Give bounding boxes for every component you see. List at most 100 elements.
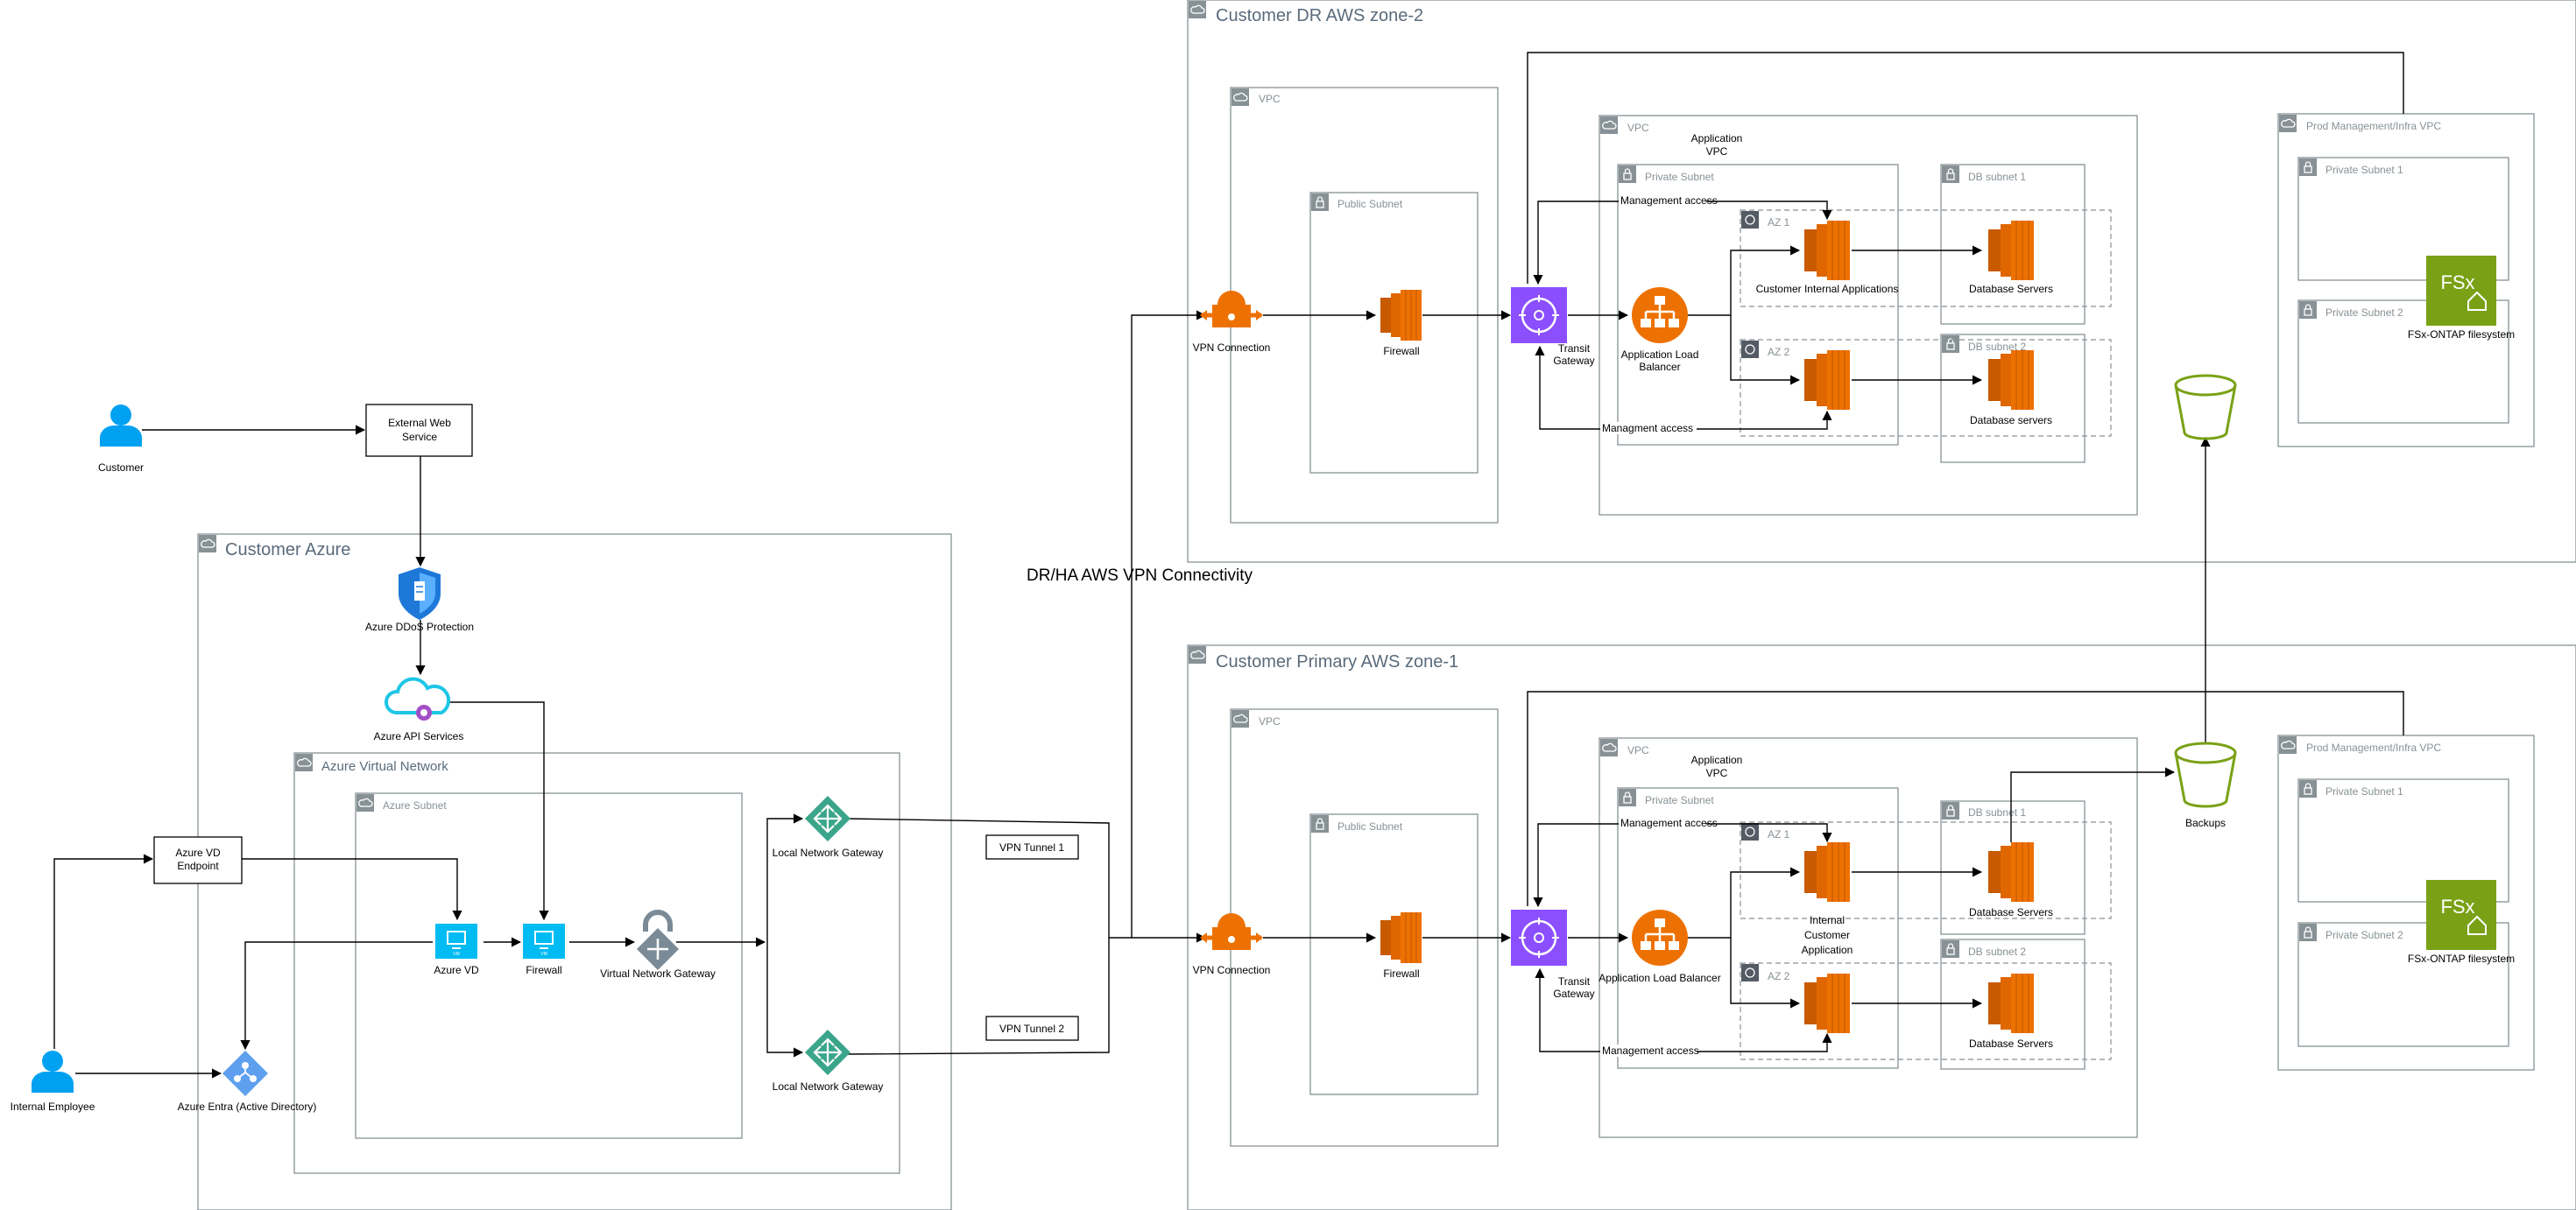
svg-text:Azure VD: Azure VD	[434, 964, 479, 976]
group-dr-vpc: VPC	[1230, 87, 1499, 524]
cloud-icon	[385, 677, 451, 721]
svg-text:Virtual Network Gateway: Virtual Network Gateway	[600, 967, 716, 980]
svg-text:VPC: VPC	[1259, 715, 1281, 728]
svg-text:Customer DR AWS zone-2: Customer DR AWS zone-2	[1216, 6, 1423, 25]
svg-text:VPC: VPC	[1627, 744, 1649, 756]
node-azure-firewall: VM Firewall	[522, 923, 566, 976]
svg-text:Private Subnet 1: Private Subnet 1	[2325, 785, 2403, 798]
group-dr-az2: AZ 2	[1740, 339, 2112, 437]
fsx-icon: FSx	[2426, 256, 2496, 326]
group-primary-prod-vpc: Prod Management/Infra VPC	[2277, 735, 2535, 1071]
svg-text:Azure Virtual Network: Azure Virtual Network	[321, 759, 448, 774]
node-azure-vd: VM Azure VD	[434, 923, 479, 976]
user-icon	[100, 405, 142, 447]
edge-dr-management-access	[1533, 200, 1832, 285]
svg-text:DB subnet 2: DB subnet 2	[1968, 946, 2026, 958]
svg-text:Azure API Services: Azure API Services	[374, 730, 464, 742]
svg-text:Customer Azure: Customer Azure	[225, 540, 350, 559]
svg-text:AZ 2: AZ 2	[1768, 346, 1790, 358]
node-backups: Backups	[2174, 742, 2237, 829]
svg-text:Customer: Customer	[98, 461, 144, 474]
group-primary-private-subnet-2: Private Subnet 2	[2297, 922, 2509, 1047]
svg-text:AZ 2: AZ 2	[1768, 970, 1790, 982]
ec2-icon	[1987, 841, 2035, 903]
edge-split-lng2	[766, 942, 804, 1058]
shield-icon	[399, 567, 441, 620]
group-primary-zone: Customer Primary AWS zone-1	[1187, 644, 2576, 1210]
firewall-icon	[1380, 289, 1422, 341]
svg-text:Private Subnet 2: Private Subnet 2	[2325, 306, 2403, 319]
svg-text:Internal Employee: Internal Employee	[11, 1101, 95, 1113]
node-pr-db-az2: Database Servers	[1969, 973, 2053, 1050]
svg-text:Azure Entra (Active Directory): Azure Entra (Active Directory)	[178, 1101, 317, 1113]
svg-text:Database Servers: Database Servers	[1969, 906, 2053, 918]
svg-text:Database Servers: Database Servers	[1969, 283, 2053, 295]
load-balancer-icon	[1630, 908, 1690, 967]
svg-text:DB subnet 1: DB subnet 1	[1968, 806, 2026, 819]
svg-text:Azure DDoS Protection: Azure DDoS Protection	[365, 621, 474, 633]
group-dr-private-subnet: Private Subnet	[1617, 164, 1899, 446]
svg-text:Customer Internal Applications: Customer Internal Applications	[1756, 283, 1899, 295]
vpn-icon	[1200, 913, 1263, 950]
transit-gateway-icon	[1509, 285, 1569, 345]
svg-text:Local Network Gateway: Local Network Gateway	[773, 847, 884, 859]
directory-icon	[222, 1050, 269, 1097]
svg-text:Local Network Gateway: Local Network Gateway	[773, 1080, 884, 1093]
ec2-icon	[1803, 973, 1851, 1034]
svg-text:FSx-ONTAP filesystem: FSx-ONTAP filesystem	[2408, 328, 2515, 341]
node-dr-db-az1: Database Servers	[1969, 220, 2053, 295]
group-dr-db-subnet-2: DB subnet 2	[1940, 334, 2086, 463]
edge-vd-entra	[240, 941, 433, 1051]
svg-text:Firewall: Firewall	[526, 964, 561, 976]
svg-text:Private Subnet 1: Private Subnet 1	[2325, 164, 2403, 176]
svg-text:Private Subnet: Private Subnet	[1645, 794, 1714, 806]
node-vpn-tunnel-2: VPN Tunnel 2	[985, 1016, 1079, 1041]
node-customer: Customer	[98, 405, 144, 474]
node-dr-app-az2	[1803, 349, 1851, 411]
node-azure-ddos: Azure DDoS Protection	[365, 567, 474, 633]
node-dr-db-az2: Database servers	[1970, 349, 2052, 426]
ec2-icon	[1987, 220, 2035, 281]
node-azure-entra: Azure Entra (Active Directory)	[178, 1050, 317, 1113]
svg-text:Application Load Balancer: Application Load Balancer	[1599, 972, 1720, 984]
svg-text:Private Subnet: Private Subnet	[1645, 171, 1714, 183]
svg-text:Firewall: Firewall	[1383, 345, 1419, 357]
group-primary-public-subnet: Public Subnet	[1309, 813, 1479, 1095]
svg-text:DB subnet 1: DB subnet 1	[1968, 171, 2026, 183]
svg-text:VM: VM	[453, 952, 460, 957]
group-primary-az1: AZ 1	[1740, 821, 2112, 919]
svg-text:Prod Management/Infra VPC: Prod Management/Infra VPC	[2306, 742, 2441, 754]
node-pr-app-az2	[1803, 973, 1851, 1034]
svg-text:VPC: VPC	[1259, 93, 1281, 105]
node-azure-api: Azure API Services	[374, 677, 464, 742]
label-pr-management-access-2: Management access	[1602, 1045, 1699, 1057]
local-gateway-icon	[803, 794, 852, 843]
svg-text:Azure Subnet: Azure Subnet	[383, 799, 447, 812]
node-dr-firewall: Firewall	[1380, 289, 1422, 357]
node-dr-app-az1: Customer Internal Applications	[1756, 220, 1899, 295]
vpn-icon	[1200, 291, 1263, 327]
svg-text:FSx-ONTAP filesystem: FSx-ONTAP filesystem	[2408, 953, 2515, 965]
node-pr-alb: Application Load Balancer	[1599, 908, 1721, 984]
ec2-icon	[1987, 973, 2035, 1034]
svg-text:Prod Management/Infra VPC: Prod Management/Infra VPC	[2306, 120, 2441, 132]
node-dr-vpn-connection: VPN Connection	[1193, 291, 1270, 354]
edge-split-lng1	[766, 813, 804, 942]
node-pr-db-az1: Database Servers	[1969, 841, 2053, 918]
svg-text:FSx: FSx	[2440, 271, 2474, 293]
node-dr-bucket	[2174, 374, 2237, 440]
label-pr-management-access: Management access	[1620, 817, 1718, 829]
svg-text:Public Subnet: Public Subnet	[1337, 820, 1403, 833]
svg-text:DB subnet 2: DB subnet 2	[1968, 341, 2026, 353]
svg-text:Backups: Backups	[2185, 817, 2226, 829]
svg-text:Public Subnet: Public Subnet	[1337, 198, 1403, 210]
s3-bucket-icon	[2174, 374, 2237, 440]
